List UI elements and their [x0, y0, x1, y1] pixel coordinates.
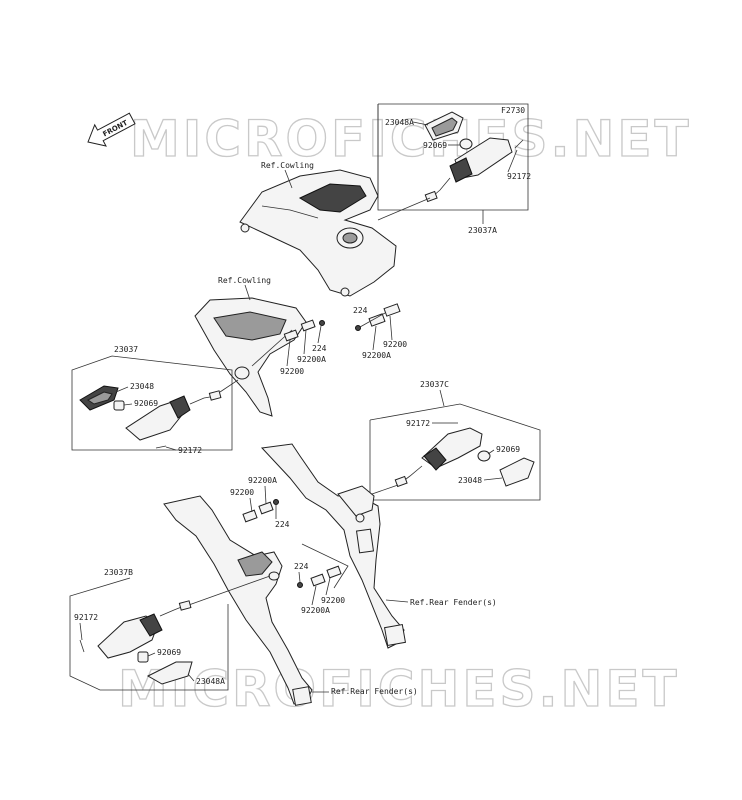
assembly-23037A: F2730 23048A 92069 92172 23037A [377, 103, 531, 235]
label-224-left: 224 [312, 344, 327, 353]
label-ref-rear-fender-1: Ref.Rear Fender(s) [410, 598, 497, 607]
label-23048A-top: 23048A [385, 118, 414, 127]
label-92200-low: 92200 [230, 488, 254, 497]
lower-cowling: Ref.Cowling 224 92200A 92200 [194, 276, 327, 417]
label-92172-bl: 92172 [74, 613, 98, 622]
lens-23048-right [499, 457, 535, 487]
label-23037A: 23037A [468, 226, 497, 235]
lens-23048A-bl [146, 661, 193, 685]
label-92200A-left: 92200A [297, 355, 326, 364]
watermark-top: MICROFICHES.NET [130, 110, 692, 168]
label-224-low2: 224 [294, 562, 309, 571]
label-92200A-mid: 92200A [362, 351, 391, 360]
label-23037B: 23037B [104, 568, 133, 577]
label-92200A-low: 92200A [248, 476, 277, 485]
assembly-23037B: 23037B 92172 92069 23048A [69, 568, 229, 691]
label-f2730: F2730 [501, 106, 525, 115]
label-92172-right: 92172 [406, 419, 430, 428]
bulb-92069-right [477, 450, 491, 462]
label-ref-rear-fender-2: Ref.Rear Fender(s) [331, 687, 418, 696]
label-224-mid: 224 [353, 306, 368, 315]
label-ref-cowling-2: Ref.Cowling [218, 276, 271, 285]
fasteners-low: 92200A 92200 224 224 92200 92200A [230, 476, 349, 615]
label-ref-cowling-1: Ref.Cowling [261, 161, 314, 170]
label-92069-left: 92069 [134, 399, 158, 408]
label-23048-left: 23048 [130, 382, 154, 391]
bulb-92069-top [459, 138, 473, 150]
label-23048A-bl: 23048A [196, 677, 225, 686]
fasteners-mid: 224 92200 92200A [353, 303, 407, 360]
assembly-23037C: 23037C 92172 92069 23048 [369, 380, 541, 501]
label-23037C: 23037C [420, 380, 449, 389]
label-23048-right: 23048 [458, 476, 482, 485]
label-224-low: 224 [275, 520, 290, 529]
rear-fender-bracket-left: Ref.Rear Fender(s) [163, 495, 418, 706]
label-23037: 23037 [114, 345, 138, 354]
label-92200-mid: 92200 [383, 340, 407, 349]
label-92172-left: 92172 [178, 446, 202, 455]
label-92200A-low2: 92200A [301, 606, 330, 615]
label-92200-left: 92200 [280, 367, 304, 376]
upper-cowling: Ref.Cowling [239, 161, 431, 297]
label-92069-bl: 92069 [157, 648, 181, 657]
label-92069-top: 92069 [423, 141, 447, 150]
label-92069-right: 92069 [496, 445, 520, 454]
label-92172-top: 92172 [507, 172, 531, 181]
watermark-bottom: MICROFICHES.NET [118, 660, 680, 718]
label-92200-low2: 92200 [321, 596, 345, 605]
bulb-92069-left [113, 400, 125, 411]
assembly-23037: 23037 23048 92069 92172 [71, 345, 239, 455]
bulb-92069-bl [137, 651, 149, 663]
rear-fender-bracket-right: Ref.Rear Fender(s) [260, 443, 497, 649]
